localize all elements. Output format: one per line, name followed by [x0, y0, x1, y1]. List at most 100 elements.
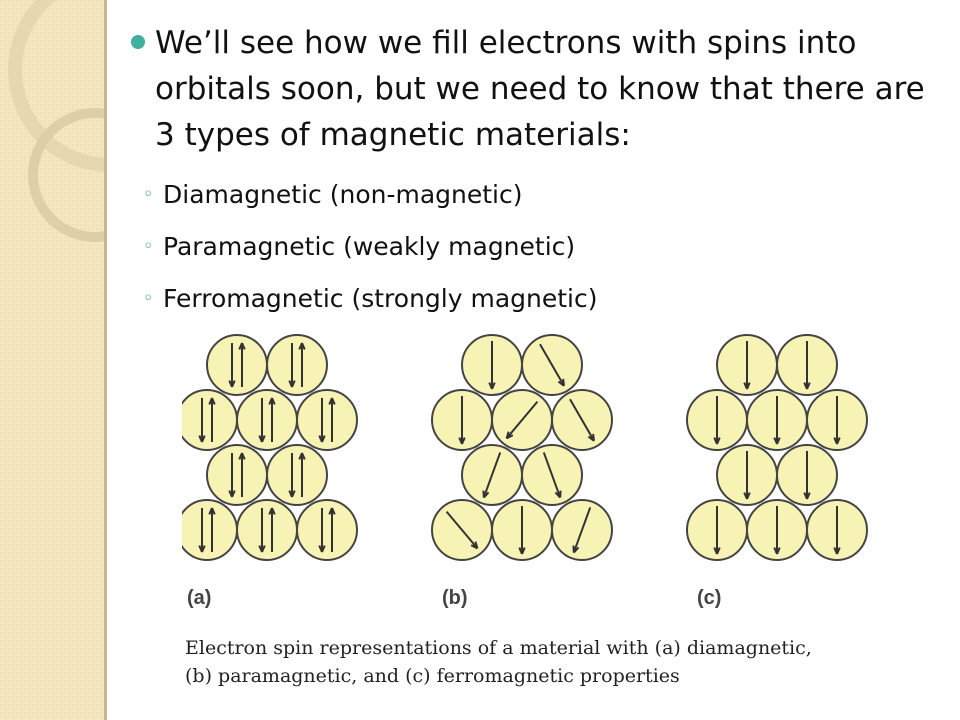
spin-up-arrow-head: [241, 452, 246, 460]
atom-circle: [236, 499, 298, 561]
spin-atom: [206, 444, 268, 506]
spin-arrow: [572, 507, 592, 553]
spin-down-arrow-head: [258, 545, 263, 553]
spin-atom: [806, 389, 868, 451]
spin-atom: [266, 444, 328, 506]
main-bullet-text: We’ll see how we fill electrons with spi…: [155, 25, 925, 153]
sub-bullet-text: Diamagnetic (non-magnetic): [163, 180, 523, 209]
spin-diagram-figure: (a) (b) (c) Electron spin representation…: [176, 325, 960, 705]
spin-down-arrow-head: [318, 435, 323, 443]
spin-diagram: [176, 334, 868, 561]
spin-arrow-head: [488, 382, 493, 390]
spin-up-arrow-head: [271, 397, 276, 405]
decorative-sidebar: [0, 0, 104, 720]
atom-circle: [296, 389, 358, 451]
atom-circle: [236, 389, 298, 451]
spin-arrow: [445, 510, 479, 550]
atom-circle: [266, 444, 328, 506]
spin-arrow-head: [587, 435, 595, 442]
spin-atom: [716, 334, 778, 396]
spin-atom: [686, 389, 748, 451]
spin-arrow: [482, 452, 502, 498]
spin-down-arrow-head: [228, 490, 233, 498]
atom-circle: [206, 334, 268, 396]
sub-bullet-diamagnetic: ◦ Diamagnetic (non-magnetic): [143, 180, 523, 210]
spin-down-arrow-head: [833, 547, 838, 555]
spin-down-arrow-head: [198, 545, 203, 553]
spin-arrow-head: [470, 544, 478, 550]
spin-up-arrow-head: [241, 342, 246, 350]
spin-up-arrow-head: [211, 397, 216, 405]
main-bullet: We’ll see how we fill electrons with spi…: [131, 20, 945, 158]
spin-down-arrow-head: [803, 382, 808, 390]
atom-circle: [206, 444, 268, 506]
spin-down-arrow-head: [743, 382, 748, 390]
spin-down-arrow-head: [318, 545, 323, 553]
spin-up-arrow-head: [211, 507, 216, 515]
spin-down-arrow-head: [743, 492, 748, 500]
spin-arrow-head: [518, 547, 523, 555]
spin-up-arrow-head: [331, 507, 336, 515]
slide-content: We’ll see how we fill electrons with spi…: [107, 0, 960, 720]
circle-bullet-icon: ◦: [143, 236, 154, 257]
spin-up-arrow-head: [271, 507, 276, 515]
spin-atom: [746, 499, 808, 561]
spin-atom: [491, 499, 553, 561]
spin-arrow-head: [458, 437, 463, 445]
spin-atom: [266, 334, 328, 396]
spin-atom: [431, 499, 493, 561]
spin-atom: [236, 499, 298, 561]
spin-down-arrow-head: [713, 437, 718, 445]
atom-circle: [296, 499, 358, 561]
atom-circle: [266, 334, 328, 396]
atom-circle: [176, 499, 238, 561]
spin-atom: [521, 334, 583, 396]
sidebar-divider: [104, 0, 107, 720]
spin-atom: [296, 499, 358, 561]
spin-atom: [551, 389, 613, 451]
spin-atom: [296, 389, 358, 451]
circle-bullet-icon: ◦: [143, 288, 154, 309]
circle-bullet-icon: ◦: [143, 184, 154, 205]
spin-atom: [716, 444, 778, 506]
spin-down-arrow-head: [288, 380, 293, 388]
panel-label-a: (a): [187, 587, 212, 609]
spin-up-arrow-head: [301, 452, 306, 460]
spin-atom: [746, 389, 808, 451]
spin-atom: [236, 389, 298, 451]
bullet-dot-icon: [131, 35, 145, 49]
spin-down-arrow-head: [833, 437, 838, 445]
spin-atom: [776, 444, 838, 506]
panel-label-c: (c): [697, 587, 722, 609]
spin-atom: [551, 499, 613, 561]
sub-bullet-paramagnetic: ◦ Paramagnetic (weakly magnetic): [143, 232, 576, 262]
spin-down-arrow-head: [198, 435, 203, 443]
spin-up-arrow-head: [331, 397, 336, 405]
spin-arrow-head: [505, 431, 510, 439]
spin-atom: [461, 334, 523, 396]
sub-bullet-text: Ferromagnetic (strongly magnetic): [163, 284, 598, 313]
spin-down-arrow-head: [288, 490, 293, 498]
spin-atom: [776, 334, 838, 396]
spin-arrow-head: [557, 380, 565, 387]
spin-down-arrow-head: [258, 435, 263, 443]
decorative-ring-large: [8, 0, 104, 172]
spin-atom: [206, 334, 268, 396]
spin-atom: [491, 389, 553, 451]
atom-circle: [176, 389, 238, 451]
figure-caption-line-1: Electron spin representations of a mater…: [185, 637, 812, 659]
decorative-ring-small: [28, 108, 104, 242]
spin-arrow: [539, 343, 565, 387]
spin-atom: [431, 389, 493, 451]
spin-down-arrow-head: [228, 380, 233, 388]
spin-up-arrow-head: [301, 342, 306, 350]
spin-atom: [176, 499, 238, 561]
spin-down-arrow-head: [713, 547, 718, 555]
spin-down-arrow-head: [803, 492, 808, 500]
spin-atom: [686, 499, 748, 561]
sub-bullet-text: Paramagnetic (weakly magnetic): [163, 232, 576, 261]
spin-down-arrow-head: [773, 437, 778, 445]
sub-bullet-ferromagnetic: ◦ Ferromagnetic (strongly magnetic): [143, 284, 598, 314]
spin-arrow: [569, 398, 595, 442]
spin-down-arrow-head: [773, 547, 778, 555]
